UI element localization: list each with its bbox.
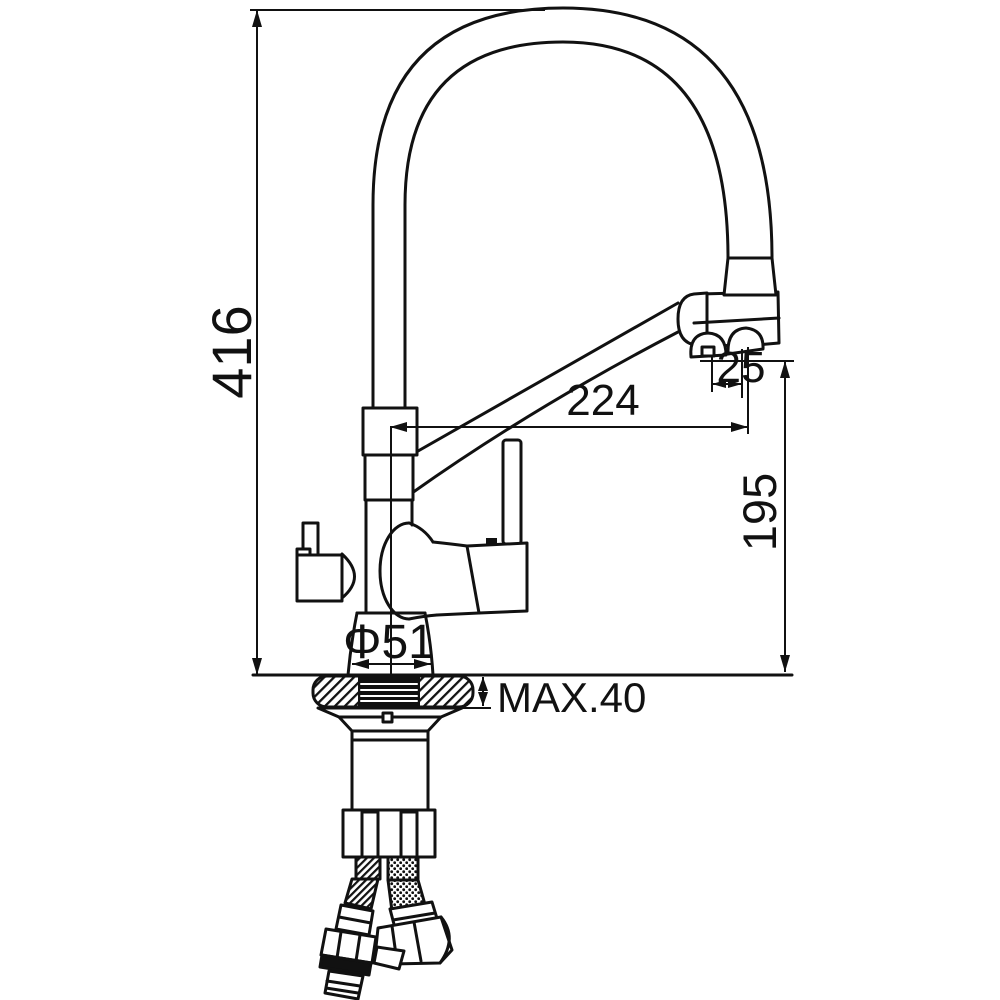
mounting-flange bbox=[311, 674, 475, 733]
spray-head bbox=[676, 256, 781, 359]
dim-label-224: 224 bbox=[566, 376, 639, 425]
lower-collar bbox=[363, 453, 415, 502]
dimension-annotations: 416 224 25 195 bbox=[200, 9, 794, 721]
lever-base bbox=[465, 541, 529, 615]
body-dome bbox=[378, 521, 411, 621]
dim-label-416: 416 bbox=[200, 305, 263, 398]
dim-spout-clearance: 195 bbox=[700, 360, 794, 672]
base-flare bbox=[346, 611, 435, 677]
dim-base-diameter: Φ51 bbox=[343, 616, 435, 669]
mounting-shank bbox=[350, 729, 430, 812]
filter-handle bbox=[295, 521, 356, 603]
supply-hose-right bbox=[372, 855, 454, 971]
mounting-bracket bbox=[341, 808, 437, 859]
aerator-left bbox=[689, 331, 728, 359]
body-column bbox=[361, 406, 439, 675]
dim-label-phi51: Φ51 bbox=[343, 616, 435, 669]
dim-head-width: 25 bbox=[711, 343, 766, 398]
filter-valve-body bbox=[295, 553, 344, 603]
dim-overall-height: 416 bbox=[200, 9, 545, 675]
spout-tube bbox=[371, 6, 774, 458]
lever-stick bbox=[501, 438, 523, 546]
supply-hose-left bbox=[318, 855, 382, 1000]
aerator-right bbox=[726, 326, 765, 356]
dim-label-195: 195 bbox=[733, 473, 786, 551]
dim-spout-reach: 224 bbox=[390, 347, 749, 434]
spray-head-collar bbox=[722, 256, 778, 297]
dim-max-thickness: MAX.40 bbox=[462, 674, 646, 721]
mixer-lever-handle bbox=[431, 438, 529, 617]
dim-label-max40: MAX.40 bbox=[497, 674, 646, 721]
faucet-outline bbox=[251, 6, 794, 1000]
dim-label-25: 25 bbox=[717, 343, 766, 392]
